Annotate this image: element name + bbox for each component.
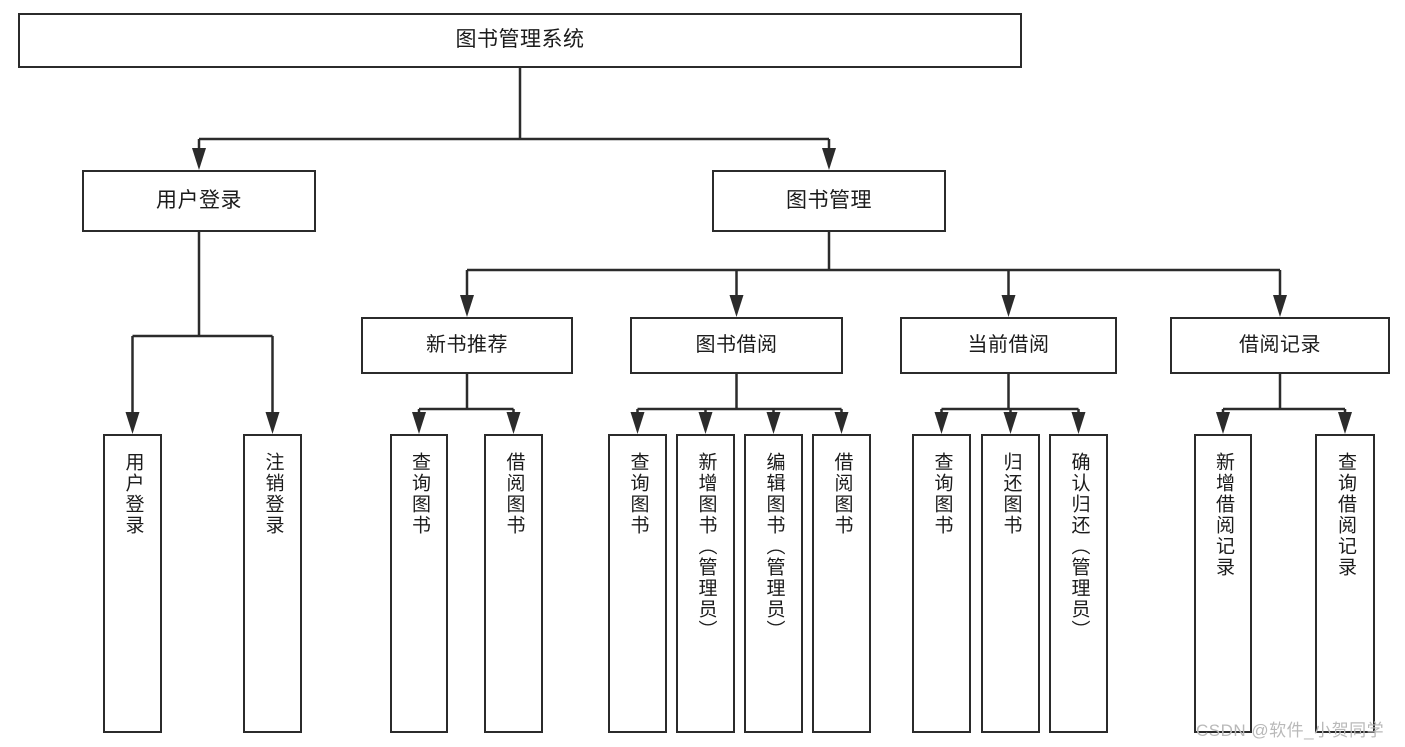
node-leaf-add-record[interactable]: 新增借阅记录 (1194, 434, 1252, 733)
arrow-head-rec-leaves-1 (506, 412, 521, 434)
arrow-head-manage-children-1 (729, 295, 744, 317)
node-leaf-query-book-3[interactable]: 查询图书 (912, 434, 971, 733)
node-leaf-add-book[interactable]: 新增图书（管理员） (676, 434, 735, 733)
arrow-head-rec-leaves-0 (412, 412, 426, 434)
node-label: 查询图书 (627, 452, 649, 536)
arrow-head-borrow-leaves-1 (698, 412, 713, 434)
node-label: 查询图书 (931, 452, 953, 536)
arrow-head-borrow-leaves-0 (630, 412, 645, 434)
node-label: 查询图书 (408, 452, 430, 536)
node-borrow-record[interactable]: 借阅记录 (1170, 317, 1390, 374)
node-leaf-edit-book[interactable]: 编辑图书（管理员） (744, 434, 803, 733)
node-leaf-confirm-return[interactable]: 确认归还（管理员） (1049, 434, 1108, 733)
node-leaf-query-book-1[interactable]: 查询图书 (390, 434, 448, 733)
node-new-book-rec[interactable]: 新书推荐 (361, 317, 573, 374)
node-label: 用户登录 (122, 452, 144, 536)
node-leaf-query-book-2[interactable]: 查询图书 (608, 434, 667, 733)
node-label: 确认归还（管理员） (1068, 452, 1090, 641)
node-label: 用户登录 (156, 188, 242, 212)
node-leaf-borrow-book-2[interactable]: 借阅图书 (812, 434, 871, 733)
arrow-head-current-leaves-2 (1071, 412, 1086, 434)
connector-lines (125, 68, 1352, 434)
node-user-login[interactable]: 用户登录 (82, 170, 316, 232)
arrow-head-current-leaves-1 (1003, 412, 1018, 434)
arrow-head-root-children-1 (822, 148, 836, 170)
node-label: 图书借阅 (695, 333, 778, 356)
node-label: 图书管理 (786, 188, 872, 212)
node-label: 查询借阅记录 (1334, 452, 1356, 578)
node-book-borrow[interactable]: 图书借阅 (630, 317, 843, 374)
node-leaf-return-book[interactable]: 归还图书 (981, 434, 1040, 733)
node-label: 借阅图书 (831, 452, 853, 536)
node-book-manage[interactable]: 图书管理 (712, 170, 946, 232)
node-label: 新增借阅记录 (1212, 452, 1234, 578)
node-label: 新增图书（管理员） (695, 452, 717, 641)
node-leaf-logout[interactable]: 注销登录 (243, 434, 302, 733)
node-leaf-query-record[interactable]: 查询借阅记录 (1315, 434, 1375, 733)
node-label: 借阅图书 (503, 452, 525, 536)
arrow-head-record-leaves-0 (1216, 412, 1230, 434)
arrow-head-manage-children-0 (460, 295, 474, 317)
node-leaf-user-login[interactable]: 用户登录 (103, 434, 162, 733)
node-label: 新书推荐 (426, 333, 508, 356)
arrow-head-root-children-0 (192, 148, 206, 170)
arrow-head-current-leaves-0 (934, 412, 949, 434)
node-label: 注销登录 (262, 452, 284, 536)
arrow-head-login-leaves-0 (125, 412, 140, 434)
arrow-head-record-leaves-1 (1338, 412, 1352, 434)
node-label: 借阅记录 (1239, 333, 1321, 356)
watermark-label: CSDN @软件_小贺同学 (1196, 721, 1385, 740)
node-leaf-borrow-book-1[interactable]: 借阅图书 (484, 434, 543, 733)
node-label: 归还图书 (1000, 452, 1022, 536)
node-label: 当前借阅 (967, 333, 1050, 356)
node-label: 编辑图书（管理员） (763, 452, 785, 641)
arrow-head-manage-children-3 (1273, 295, 1287, 317)
arrow-head-borrow-leaves-3 (834, 412, 849, 434)
arrow-head-login-leaves-1 (265, 412, 280, 434)
arrow-head-borrow-leaves-2 (766, 412, 781, 434)
arrow-head-manage-children-2 (1001, 295, 1016, 317)
node-label: 图书管理系统 (455, 28, 585, 52)
node-current-borrow[interactable]: 当前借阅 (900, 317, 1117, 374)
node-root[interactable]: 图书管理系统 (18, 13, 1022, 68)
